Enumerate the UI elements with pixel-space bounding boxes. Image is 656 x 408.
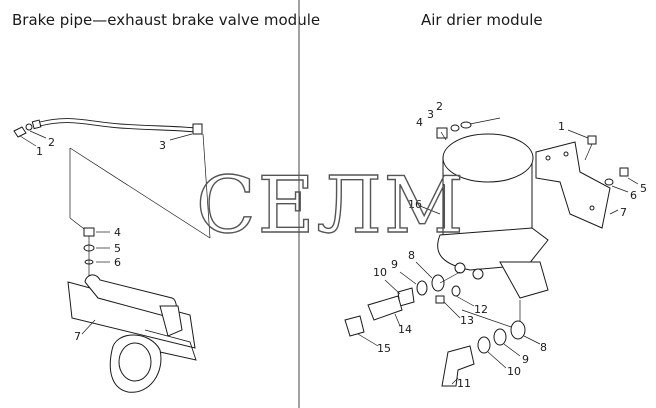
pipe-14 <box>367 295 403 321</box>
drain-fittings <box>344 271 461 337</box>
seal-9-upper <box>416 280 428 296</box>
callout-right-3: 3 <box>427 108 434 121</box>
elbow-11 <box>441 345 475 387</box>
pipe-end-fitting <box>192 123 203 135</box>
left-module-title: Brake pipe—exhaust brake valve module <box>12 11 320 29</box>
actuator-arm <box>159 305 183 337</box>
bolt-1 <box>587 135 597 145</box>
washer-8-upper <box>431 274 445 292</box>
callout-right-8-upper: 8 <box>408 249 415 262</box>
elbow-fitting-1 <box>13 126 27 138</box>
watermark: СЕЛМ <box>196 161 466 251</box>
drier-base <box>437 227 549 271</box>
washer-3 <box>450 124 460 132</box>
callout-right-7: 7 <box>620 206 627 219</box>
fitting-13 <box>435 295 445 304</box>
right-module-title: Air drier module <box>421 11 543 29</box>
fitting-10-lower <box>477 336 491 354</box>
top-fasteners <box>436 117 501 141</box>
port-b <box>472 268 484 280</box>
callout-left-7: 7 <box>74 330 81 343</box>
callout-right-12: 12 <box>474 303 488 316</box>
canister-top <box>442 133 534 183</box>
callout-right-14: 14 <box>398 323 412 336</box>
brake-pipe-3 <box>39 118 197 129</box>
bracket-plate <box>535 141 611 229</box>
callout-left-2: 2 <box>48 136 55 149</box>
callout-left-6: 6 <box>114 256 121 269</box>
washer-8-lower <box>510 320 526 340</box>
callout-right-1: 1 <box>558 120 565 133</box>
exhaust-brake-valve-7 <box>67 274 197 393</box>
bolt-5 <box>619 167 629 177</box>
connector-15 <box>344 315 365 337</box>
callout-left-1: 1 <box>36 145 43 158</box>
valve-bore <box>118 342 152 382</box>
callout-left-3: 3 <box>159 139 166 152</box>
seal-12 <box>451 285 461 297</box>
nut-2 <box>25 123 33 131</box>
callout-right-9-upper: 9 <box>391 258 398 271</box>
callout-right-15: 15 <box>377 342 391 355</box>
drier-port-block <box>499 261 549 299</box>
callout-right-16: 16 <box>408 198 422 211</box>
port-a <box>454 262 466 274</box>
callout-right-10-upper: 10 <box>373 266 387 279</box>
callout-right-13: 13 <box>460 314 474 327</box>
callout-right-5: 5 <box>640 182 647 195</box>
outlet-fittings <box>441 300 526 387</box>
fitting-4 <box>83 227 95 237</box>
mounting-bracket-7 <box>535 135 629 229</box>
fitting-stack <box>83 227 110 282</box>
callout-right-10-lower: 10 <box>507 365 521 378</box>
callout-right-6: 6 <box>630 189 637 202</box>
callout-right-11: 11 <box>457 377 471 390</box>
nut-2b <box>31 119 42 130</box>
callout-left-4: 4 <box>114 226 121 239</box>
callout-right-4: 4 <box>416 116 423 129</box>
air-drier-canister-16 <box>437 133 549 299</box>
callout-left-5: 5 <box>114 242 121 255</box>
callout-right-9-lower: 9 <box>522 353 529 366</box>
callout-right-8-lower: 8 <box>540 341 547 354</box>
washer-6 <box>604 178 614 186</box>
callout-right-2: 2 <box>436 100 443 113</box>
seal-9-lower <box>493 328 507 346</box>
brake-pipe-assembly <box>13 118 203 147</box>
washer-2 <box>460 121 472 129</box>
